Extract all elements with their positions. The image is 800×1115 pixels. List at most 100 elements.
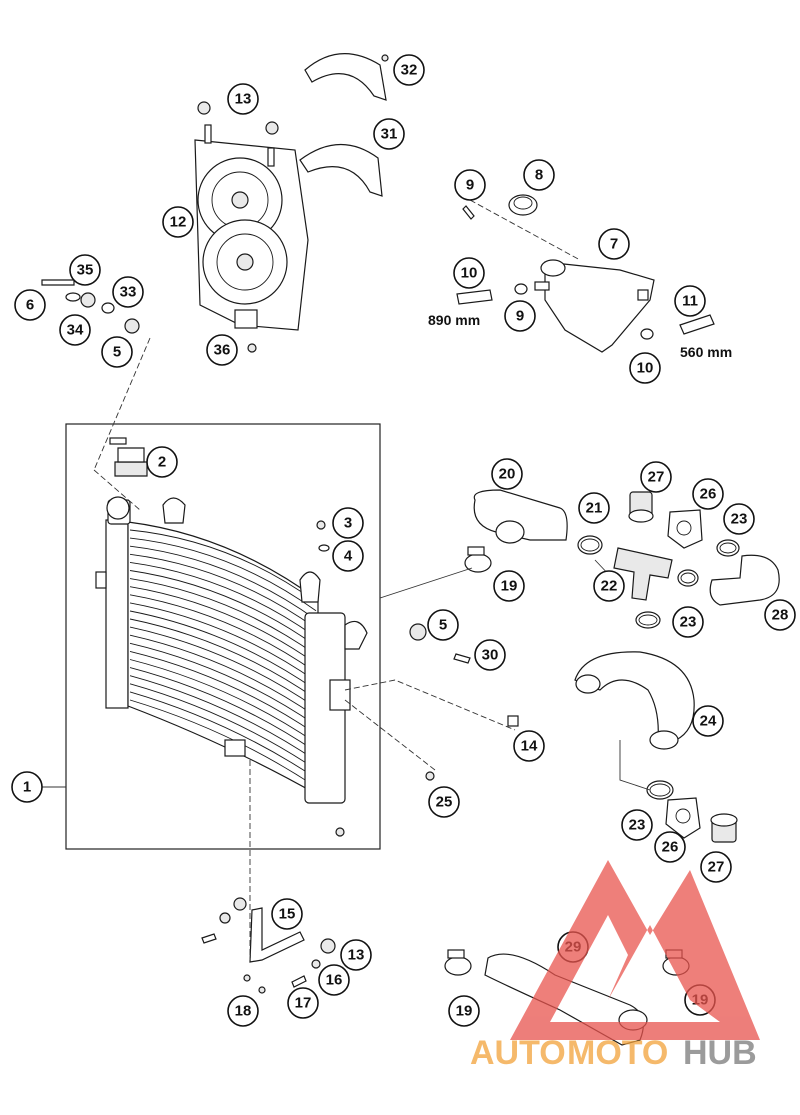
callout-number: 1 [23,779,31,796]
callout-number: 9 [466,177,474,194]
callout-group: 1234556789910101112131314151617181919192… [11,54,796,1027]
callout-18: 18 [227,995,259,1027]
radiator-fin [129,691,317,779]
radiator-fin [129,553,317,629]
thermostat-bottom [710,813,738,843]
callout-number: 35 [77,262,94,279]
clamp-23-b [677,569,699,587]
callout-circle [598,228,630,260]
callout-number: 18 [235,1003,252,1020]
callout-number: 36 [214,342,231,359]
callout-23: 23 [621,809,653,841]
callout-31: 31 [373,118,405,150]
callout-number: 25 [436,794,453,811]
radiator-fin [129,618,317,700]
callout-circle [692,478,724,510]
callout-3: 3 [332,507,364,539]
callout-35: 35 [69,254,101,286]
callout-circle [692,705,724,737]
callout-9: 9 [504,300,536,332]
callout-number: 13 [348,947,365,964]
callout-circle [318,964,350,996]
callout-circle [674,285,706,317]
callout-9: 9 [454,169,486,201]
callout-11: 11 [674,285,706,317]
callout-number: 11 [682,293,698,310]
callout-number: 13 [235,91,252,108]
clamp-23-c [635,611,661,629]
callout-circle [448,995,480,1027]
radiator-fin [129,667,317,753]
callout-number: 12 [170,214,187,231]
callout-27: 27 [700,851,732,883]
callout-circle [112,276,144,308]
callout-circle [14,289,46,321]
hose-560 [679,314,715,335]
radiator-fin [129,659,317,744]
callout-circle [373,118,405,150]
callout-number: 20 [499,466,516,483]
callout-17: 17 [287,987,319,1019]
callout-12: 12 [162,206,194,238]
callout-circle [504,300,536,332]
radiator-fin [129,602,317,682]
callout-1: 1 [11,771,43,803]
callout-number: 15 [279,906,296,923]
callout-number: 33 [120,284,137,301]
clamp-23-a [716,539,740,557]
callout-number: 5 [439,617,447,634]
callout-number: 23 [731,511,748,528]
callout-32: 32 [393,54,425,86]
callout-number: 2 [158,454,166,471]
callout-26: 26 [692,478,724,510]
hose-560-length: 560 mm [680,344,732,360]
callout-number: 17 [295,995,312,1012]
callout-6: 6 [14,289,46,321]
callout-number: 4 [344,548,353,565]
callout-circle [672,606,704,638]
thermostat-top [628,491,654,523]
callout-circle [428,786,460,818]
callout-circle [287,987,319,1019]
fasteners [41,54,654,994]
callout-20: 20 [491,458,523,490]
callout-circle [59,314,91,346]
callout-circle [654,831,686,863]
radiator-fin [129,561,317,638]
radiator [95,496,368,804]
callout-5: 5 [427,609,459,641]
callout-number: 30 [482,647,499,664]
radiator-fin [129,578,317,656]
watermark-text-moto: MOTO [567,1034,668,1072]
radiator-fin [129,626,317,709]
callout-22: 22 [593,570,625,602]
callout-13: 13 [340,939,372,971]
callout-number: 22 [601,578,618,595]
callout-circle [206,334,238,366]
callout-13: 13 [227,83,259,115]
callout-30: 30 [474,639,506,671]
callout-number: 5 [113,344,121,361]
callout-number: 27 [708,859,725,876]
callout-7: 7 [598,228,630,260]
clamp-21 [577,535,603,555]
watermark-text-hub: HUB [683,1034,757,1072]
radiator-fin [129,537,317,612]
callout-circle [332,507,364,539]
callout-23: 23 [723,503,755,535]
callout-5: 5 [101,336,133,368]
expansion-tank [534,259,655,353]
callout-circle [271,898,303,930]
callout-number: 10 [461,265,478,282]
callout-number: 27 [648,469,665,486]
callout-23: 23 [672,606,704,638]
callout-26: 26 [654,831,686,863]
callout-circle [723,503,755,535]
callout-circle [393,54,425,86]
radiator-group-frame [65,423,381,850]
callout-10: 10 [453,257,485,289]
callout-circle [513,730,545,762]
thermostat-housing-bottom [665,797,701,839]
callout-circle [454,169,486,201]
